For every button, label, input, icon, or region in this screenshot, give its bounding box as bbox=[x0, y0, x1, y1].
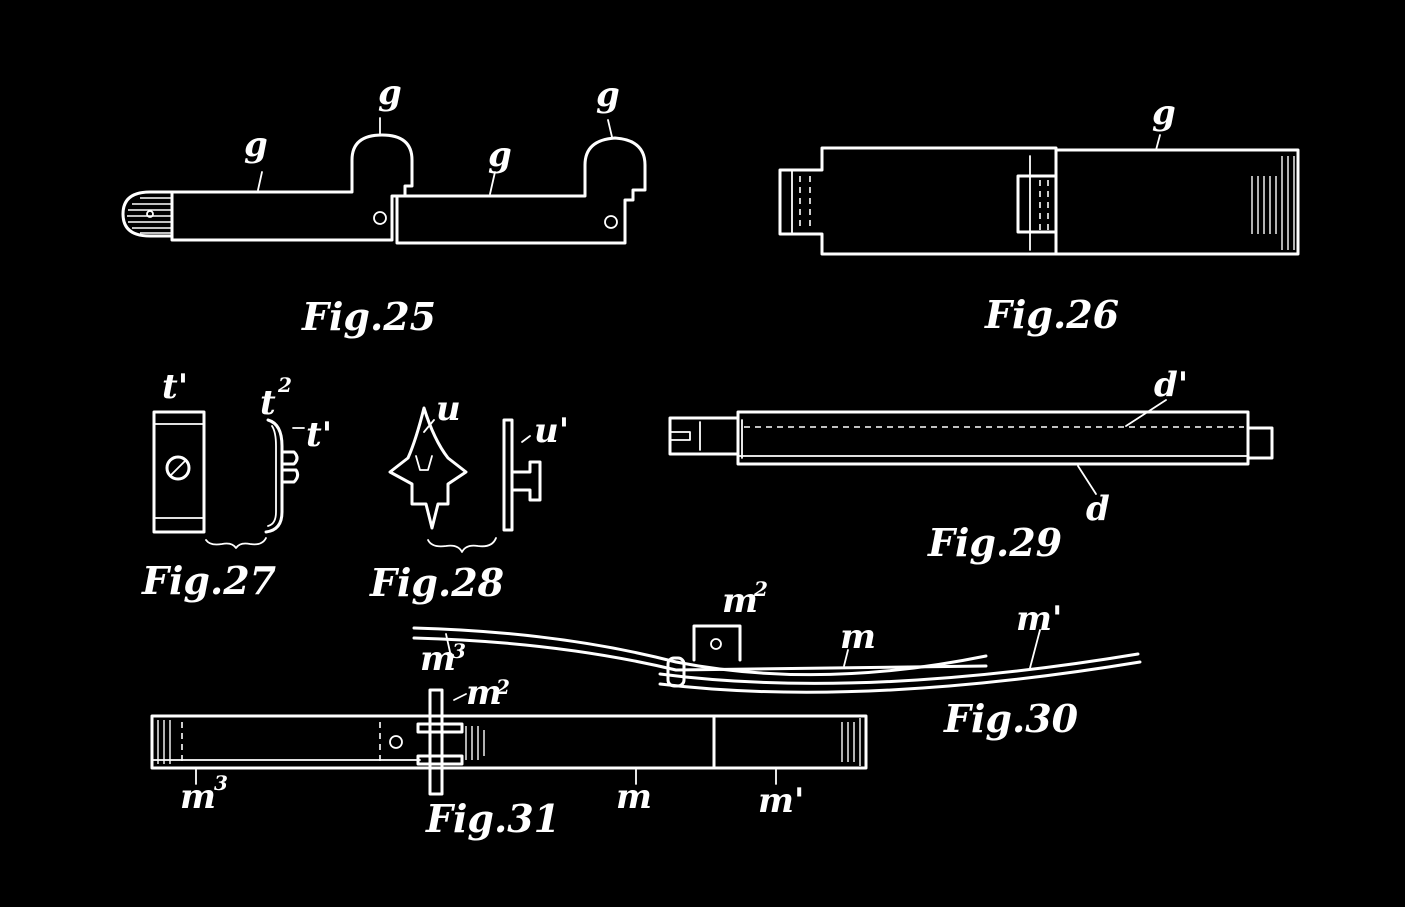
fig30-leader-m bbox=[843, 649, 849, 667]
fig27-screw-slot bbox=[169, 459, 187, 477]
fig25-end-hatching bbox=[127, 197, 172, 234]
fig25-end-pivot bbox=[146, 210, 154, 218]
fig30-spring-lower bbox=[658, 652, 1140, 685]
fig27-plate bbox=[152, 410, 206, 534]
fig30-bracket-hole bbox=[710, 638, 722, 650]
fig26-plate-left bbox=[778, 146, 1058, 256]
fig30-label-m: m bbox=[840, 617, 876, 657]
fig27-hook bbox=[280, 450, 300, 484]
figure-31: m 2 m 3 m m' Fig.31 bbox=[150, 673, 868, 841]
fig28-label-u-prime: u' bbox=[534, 411, 569, 451]
fig29-rod-right-end bbox=[1246, 426, 1274, 460]
fig29-label-d-prime: d' bbox=[1154, 365, 1188, 405]
fig26-right-hatching bbox=[1251, 156, 1295, 250]
fig31-right-hatching bbox=[841, 718, 861, 766]
fig30-label-m2: m bbox=[722, 581, 758, 621]
fig28-brace bbox=[427, 537, 497, 553]
fig31-label-m3-sup: 3 bbox=[214, 771, 228, 795]
fig25-pivot-1 bbox=[373, 211, 387, 225]
fig31-center-hatching bbox=[465, 726, 485, 760]
fig25-pivot-2 bbox=[604, 215, 618, 229]
fig29-leader-d bbox=[1077, 465, 1097, 495]
fig29-caption: Fig.29 bbox=[927, 520, 1062, 565]
fig31-collar-bottom bbox=[416, 754, 464, 766]
fig31-left-hatching bbox=[157, 720, 171, 764]
fig27-brace bbox=[205, 537, 267, 549]
fig27-side-clip bbox=[264, 418, 284, 534]
fig28-label-u: u bbox=[436, 389, 461, 429]
fig30-bracket-m2 bbox=[692, 624, 742, 662]
figure-28: u u' Fig.28 bbox=[369, 389, 569, 605]
fig31-collar-top bbox=[416, 722, 464, 734]
fig30-label-m2-sup: 2 bbox=[753, 577, 768, 601]
fig26-label-g: g bbox=[1152, 93, 1176, 133]
fig30-spring-lower-under bbox=[658, 660, 1142, 694]
figure-26: g Fig.26 bbox=[778, 93, 1300, 337]
fig25-leader-4 bbox=[607, 119, 613, 138]
figure-30: m 2 m m' m 3 Fig.30 bbox=[412, 577, 1142, 741]
fig31-label-m: m bbox=[616, 777, 652, 817]
fig31-leader-m2 bbox=[453, 693, 467, 701]
fig28-spike-inner bbox=[415, 455, 433, 471]
fig28-side-stud bbox=[510, 460, 542, 502]
fig29-rod-left-end bbox=[668, 416, 740, 456]
fig25-link-1 bbox=[170, 133, 414, 242]
figure-27: t' t 2 t' Fig.27 bbox=[141, 367, 332, 603]
fig31-label-m2-sup: 2 bbox=[495, 675, 510, 699]
figure-25: g g g g Fig.25 bbox=[121, 73, 647, 339]
fig25-leader-3 bbox=[489, 171, 496, 195]
fig30-spring-upper-under bbox=[412, 636, 988, 672]
fig26-leader bbox=[1155, 134, 1161, 151]
fig25-label-g2: g bbox=[378, 73, 402, 113]
fig30-clamp bbox=[666, 656, 686, 688]
fig30-label-m3-sup: 3 bbox=[452, 639, 466, 663]
fig27-label-t2-sup: 2 bbox=[277, 373, 292, 397]
fig28-spike bbox=[388, 406, 468, 530]
fig30-label-m-prime: m' bbox=[1016, 599, 1062, 639]
fig30-label-m3: m bbox=[420, 639, 456, 679]
fig27-side-clip-inner bbox=[267, 425, 277, 527]
fig28-leader-u2 bbox=[521, 435, 531, 443]
fig28-caption: Fig.28 bbox=[369, 560, 504, 605]
fig28-side-plate bbox=[502, 418, 514, 532]
fig25-label-g3: g bbox=[488, 135, 512, 175]
fig31-pin-m2 bbox=[428, 688, 444, 796]
fig29-label-d: d bbox=[1086, 489, 1110, 529]
fig31-bar bbox=[150, 714, 868, 770]
figure-29: d' d Fig.29 bbox=[668, 365, 1274, 565]
fig27-label-t1: t' bbox=[162, 367, 188, 407]
fig25-caption: Fig.25 bbox=[301, 294, 436, 339]
fig30-caption: Fig.30 bbox=[943, 696, 1079, 741]
fig31-label-m3: m bbox=[180, 777, 216, 817]
fig31-caption: Fig.31 bbox=[425, 796, 560, 841]
fig25-rounded-end bbox=[121, 190, 174, 238]
fig29-rod-left-slot bbox=[669, 431, 691, 441]
fig25-link-2 bbox=[395, 136, 647, 245]
fig30-leader-m-prime bbox=[1029, 629, 1041, 669]
fig30-leader-m3 bbox=[445, 633, 451, 653]
fig31-label-m2: m bbox=[466, 673, 502, 713]
fig29-tube bbox=[736, 410, 1250, 466]
fig26-caption: Fig.26 bbox=[984, 292, 1119, 337]
fig27-screw bbox=[165, 455, 191, 481]
fig25-label-g4: g bbox=[596, 75, 620, 115]
fig25-label-g1: g bbox=[244, 125, 268, 165]
fig29-leader-d-prime bbox=[1125, 399, 1167, 427]
fig31-label-m-prime: m' bbox=[758, 781, 804, 821]
fig26-plate-right bbox=[1016, 148, 1300, 256]
fig28-leader-u bbox=[423, 419, 435, 433]
fig30-spring-upper bbox=[412, 626, 988, 677]
fig27-label-t2: t bbox=[260, 383, 276, 423]
fig27-label-t1-side: t' bbox=[306, 415, 332, 455]
fig25-leader-1 bbox=[257, 171, 263, 191]
fig31-pivot-hole bbox=[389, 735, 403, 749]
fig27-caption: Fig.27 bbox=[141, 558, 276, 603]
